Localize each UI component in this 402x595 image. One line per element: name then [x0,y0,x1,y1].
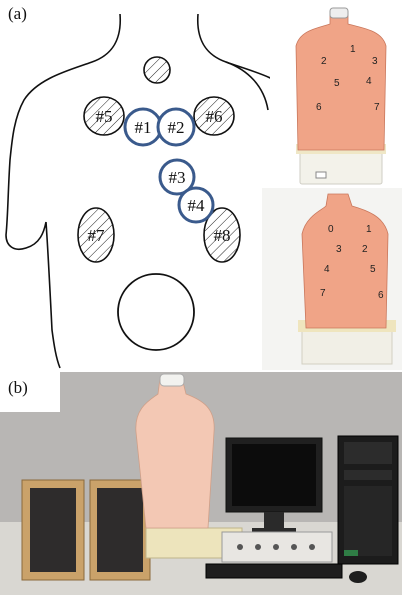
photo2-label-1: 1 [366,224,372,235]
photo2-label-7: 7 [320,288,326,299]
speaker-right [90,480,150,580]
site-2-label: #2 [168,118,185,137]
site-3-label: #3 [169,168,186,187]
audio-interface [222,532,332,562]
photo2-label-2: 2 [362,244,368,255]
photo2-label-4: 4 [324,264,330,275]
pc-tower [338,436,398,564]
site-5: #5 [84,97,124,135]
photo1-label-6: 6 [316,102,322,113]
photo2-label-5: 5 [370,264,376,275]
photo2-label-6: 6 [378,290,384,301]
photo1-label-7: 7 [374,102,380,113]
site-5-label: #5 [96,107,113,126]
photo2-label-0: 0 [328,224,334,235]
system-photo [0,372,402,595]
photo2-label-3: 3 [336,244,342,255]
mouse [349,571,367,583]
neck-marker [144,57,170,83]
keyboard [206,564,342,578]
abdomen-circle [118,274,194,350]
torso-outline [6,14,270,368]
site-6-label: #6 [206,107,223,126]
photo1-label-4: 4 [366,76,372,87]
site-1: #1 [125,109,161,145]
site-7: #7 [78,208,114,262]
panel-a: (a) #5 #6 #7 #8 [0,0,402,370]
panel-b: (b) [0,372,402,595]
photo1-label-3: 3 [372,56,378,67]
torso-diagram: #5 #6 #7 #8 #1 #2 #3 #4 [0,0,270,370]
photo1-label-1: 1 [350,44,356,55]
site-4: #4 [179,188,213,222]
site-7-label: #7 [88,226,106,245]
panel-b-label: (b) [8,378,28,398]
photo1-label-2: 2 [321,56,327,67]
site-2: #2 [158,109,194,145]
site-1-label: #1 [135,118,152,137]
photo1-label-5: 5 [334,78,340,89]
speaker-left [22,480,84,580]
manikin-photo-front: 1 2 3 4 5 6 7 [278,0,402,188]
site-4-label: #4 [188,196,206,215]
site-6: #6 [194,97,234,135]
manikin-photo-back: 0 1 3 2 4 5 7 6 [262,188,402,370]
site-8-label: #8 [214,226,231,245]
